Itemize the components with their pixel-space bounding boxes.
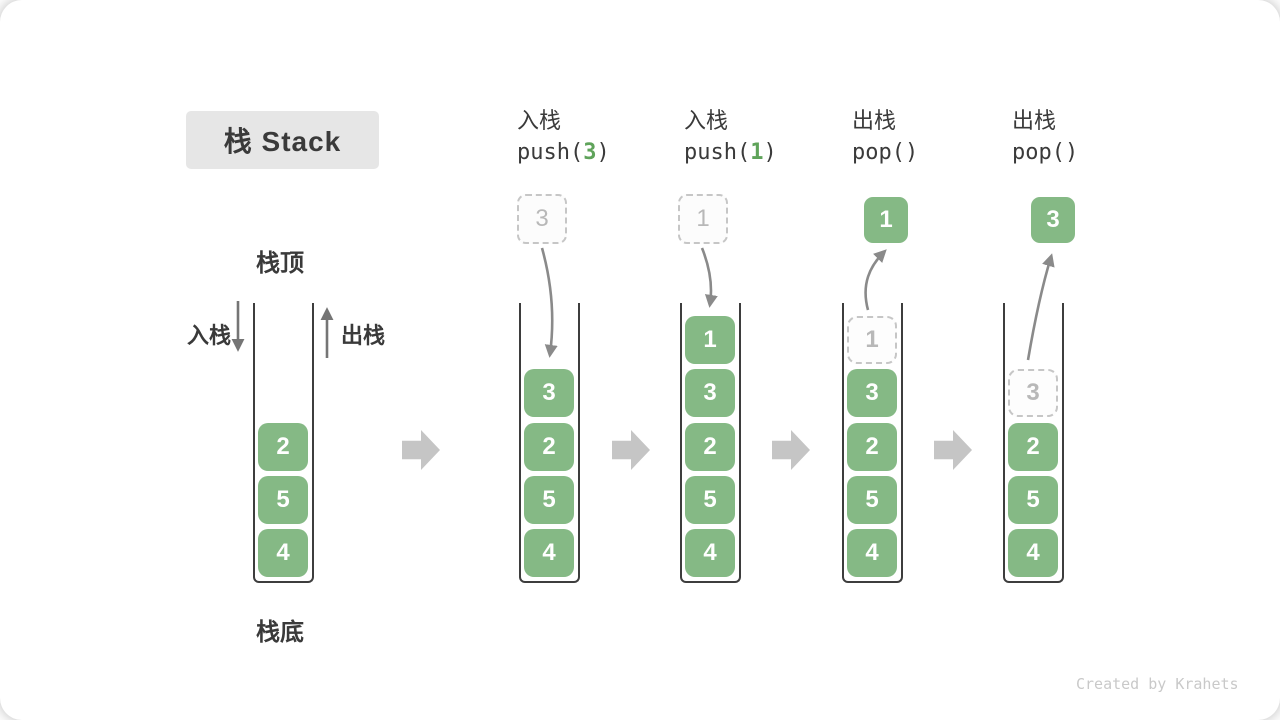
- stack-item: 3: [847, 369, 897, 417]
- code-close: ): [904, 140, 919, 165]
- code-arg: 1: [750, 140, 764, 165]
- stack-item-ghost: 3: [1008, 369, 1058, 417]
- pop-1-curved-arrow-icon: [864, 249, 887, 311]
- stack-top-label: 栈顶: [256, 250, 304, 277]
- incoming-item-dashed: 3: [517, 194, 567, 244]
- operation-code: push(3): [517, 136, 677, 169]
- stack-item: 2: [685, 423, 735, 471]
- operation-label-pop-1: 出栈 pop(): [852, 106, 1012, 169]
- stack-item: 2: [1008, 423, 1058, 471]
- push-1-curved-arrow-icon: [700, 247, 718, 308]
- stack-item: 3: [524, 369, 574, 417]
- stack-item: 4: [847, 529, 897, 577]
- operation-action: 出栈: [1012, 108, 1057, 133]
- code-close: ): [763, 140, 777, 165]
- push-side-label: 入栈: [187, 323, 232, 348]
- stack-item: 2: [524, 423, 574, 471]
- incoming-item-dashed: 1: [678, 194, 728, 244]
- code-fn: push(: [684, 140, 751, 165]
- operation-code: pop(): [852, 136, 1012, 169]
- stack-item: 5: [1008, 476, 1058, 524]
- popped-item: 1: [864, 197, 908, 243]
- code-fn: push(: [517, 140, 584, 165]
- stack-item: 5: [847, 476, 897, 524]
- right-arrow-icon: [612, 430, 650, 470]
- right-arrow-icon: [772, 430, 810, 470]
- stack-item: 1: [685, 316, 735, 364]
- stack-item: 2: [258, 423, 308, 471]
- operation-code: push(1): [684, 136, 844, 169]
- code-close: ): [596, 140, 610, 165]
- code-close: ): [1064, 140, 1079, 165]
- popped-item: 3: [1031, 197, 1075, 243]
- stack-item: 4: [685, 529, 735, 577]
- operation-action: 出栈: [852, 108, 897, 133]
- stack-item: 4: [1008, 529, 1058, 577]
- operation-label-pop-3: 出栈 pop(): [1012, 106, 1172, 169]
- code-fn: pop(: [852, 140, 905, 165]
- stack-item: 4: [258, 529, 308, 577]
- pop-side-label: 出栈: [341, 323, 386, 348]
- watermark: Created by Krahets: [1076, 675, 1239, 693]
- operation-code: pop(): [1012, 136, 1172, 169]
- stack-item: 3: [685, 369, 735, 417]
- right-arrow-icon: [934, 430, 972, 470]
- stack-item: 5: [685, 476, 735, 524]
- title-box: 栈 Stack: [186, 111, 379, 169]
- page-title: 栈 Stack: [223, 126, 342, 157]
- stack-item-ghost: 1: [847, 316, 897, 364]
- code-fn: pop(: [1012, 140, 1065, 165]
- stack-item: 5: [258, 476, 308, 524]
- operation-label-push-1: 入栈 push(1): [684, 106, 844, 169]
- code-arg: 3: [583, 140, 597, 165]
- stack-item: 2: [847, 423, 897, 471]
- stack-item: 4: [524, 529, 574, 577]
- stack-bottom-label: 栈底: [256, 619, 304, 646]
- operation-action: 入栈: [684, 108, 729, 133]
- stack-item: 5: [524, 476, 574, 524]
- operation-action: 入栈: [517, 108, 562, 133]
- operation-label-push-3: 入栈 push(3): [517, 106, 677, 169]
- right-arrow-icon: [402, 430, 440, 470]
